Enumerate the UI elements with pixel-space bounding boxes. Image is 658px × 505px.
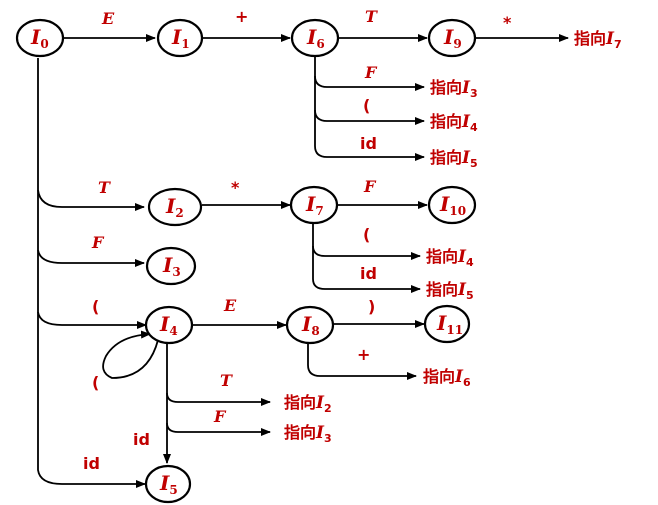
svg-text:I11: I11 [436,311,463,337]
label-i4-goto-i2: T [220,371,233,390]
svg-text:I6: I6 [306,25,325,51]
state-i0: I0 [15,18,65,58]
edge-i7-goto-i5 [312,246,421,293]
svg-text:I2: I2 [165,194,184,220]
label-i7-i10: F [363,177,377,196]
goto-i7-to-i5: 指向I5 [426,280,474,302]
goto-i4-to-i2: 指向I2 [284,393,332,415]
label-i7-goto-i5: id [360,264,377,283]
label-i6-goto-i5: id [360,134,377,153]
label-i8-i11: ) [368,297,375,316]
svg-text:I7: I7 [305,192,324,218]
goto-i6-to-i5: 指向I5 [430,148,478,170]
goto-i6-to-i3: 指向I3 [430,78,478,100]
goto-i6-to-i4: 指向I4 [430,112,478,134]
svg-text:I0: I0 [30,25,49,51]
label-i2-i7: * [231,178,240,197]
svg-text:I4: I4 [159,312,178,338]
label-i1-i6: + [235,7,248,26]
states: I0 I1 I6 I9 I2 I7 I10 I3 [15,18,477,504]
state-i10: I10 [427,185,477,225]
edge-i0-i5 [37,312,146,488]
edge-i0-i3 [37,190,145,267]
state-i4: I4 [144,305,194,345]
svg-text:I3: I3 [162,253,181,279]
edges [37,34,569,488]
edge-i8-goto-i6 [307,343,417,380]
goto-i9-to-i7: 指向I7 [574,29,622,51]
svg-text:I8: I8 [301,312,320,338]
edge-labels: E + T * F ( id T * F ( id F ( E ) + ( T … [83,7,512,473]
edge-i6-goto-i5 [314,110,425,161]
goto-i7-to-i4: 指向I4 [426,247,474,269]
edge-i4-self-loop [102,330,159,379]
label-i4-i8: E [223,296,237,315]
svg-text:I5: I5 [159,471,178,497]
label-i0-i1: E [101,9,115,28]
label-i9-goto: * [503,13,512,32]
state-i11: I11 [423,304,471,344]
state-i7: I7 [289,185,339,225]
label-i6-goto-i3: F [364,63,378,82]
svg-text:I10: I10 [439,192,466,218]
state-i5: I5 [144,464,192,504]
label-i4-goto-i3: F [213,407,227,426]
svg-text:I9: I9 [443,25,462,51]
state-i2: I2 [147,187,203,227]
edge-i4-goto-i2 [166,343,271,406]
label-i8-goto-i6: + [357,345,370,364]
goto-i8-to-i6: 指向I6 [423,367,471,389]
label-i0-i2: T [98,178,111,197]
label-i4-i5: id [133,430,150,449]
edge-i0-i2 [37,58,145,211]
label-i0-i5: id [83,454,100,473]
label-i7-goto-i4: ( [363,225,370,244]
goto-i4-to-i3: 指向I3 [284,423,332,445]
label-i0-i3: F [91,233,105,252]
label-i6-i9: T [365,7,378,26]
state-i8: I8 [285,305,335,345]
state-i1: I1 [156,18,204,58]
svg-text:I1: I1 [171,25,190,51]
goto-labels: 指向I7 指向I3 指向I4 指向I5 指向I4 指向I5 指向I6 指向I2 … [284,29,622,445]
label-i6-goto-i4: ( [363,96,370,115]
state-i3: I3 [145,246,197,286]
label-i4-self: ( [92,373,99,392]
label-i0-i4: ( [92,297,99,316]
state-i9: I9 [427,18,477,58]
state-i6: I6 [290,18,340,58]
